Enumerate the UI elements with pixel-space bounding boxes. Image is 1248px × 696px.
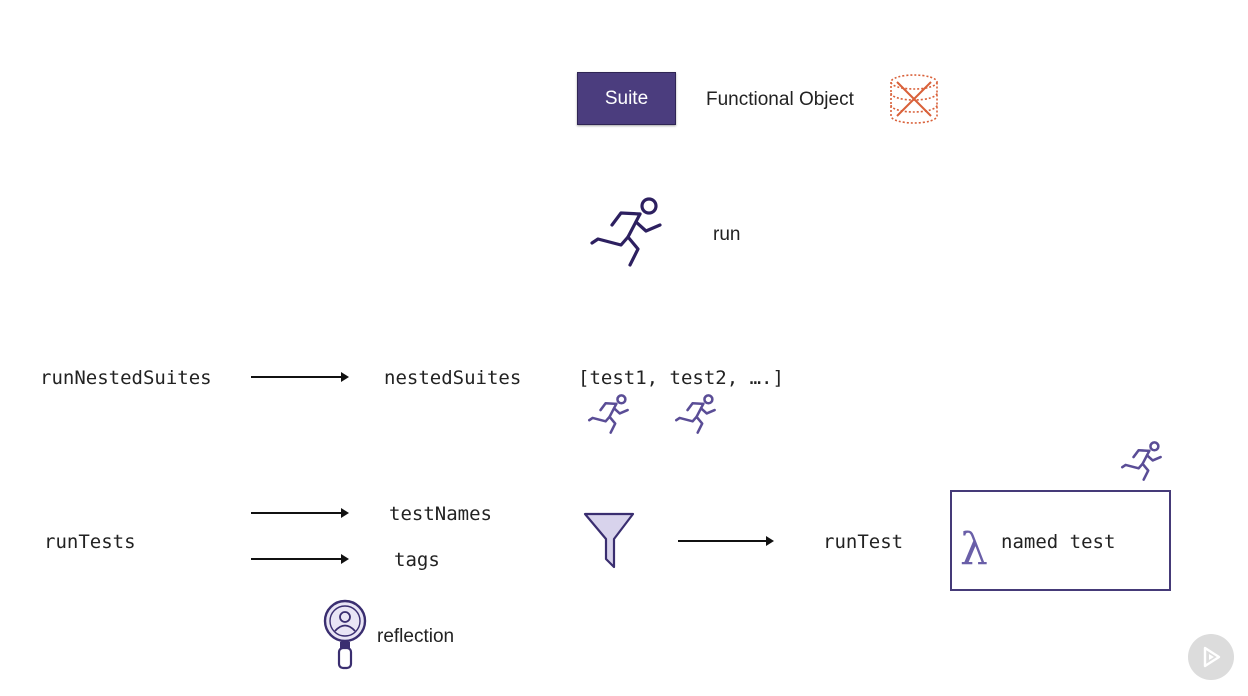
arrow-filter-to-run-test bbox=[678, 536, 774, 546]
runner-icon bbox=[588, 195, 666, 274]
reflection-label: reflection bbox=[377, 626, 455, 647]
run-nested-suites-label: runNestedSuites bbox=[40, 367, 212, 389]
arrow-run-tests-to-tags bbox=[251, 554, 349, 564]
lambda-symbol: λ bbox=[960, 524, 988, 575]
nested-suites-label: nestedSuites bbox=[384, 367, 522, 389]
database-crossed-icon bbox=[888, 72, 940, 131]
run-label: run bbox=[713, 224, 741, 245]
test-list-label: [test1, test2, ….] bbox=[578, 367, 784, 389]
arrow-run-tests-to-test-names bbox=[251, 508, 349, 518]
play-button[interactable] bbox=[1188, 634, 1234, 680]
magnifier-person-icon bbox=[322, 598, 368, 677]
arrow-run-nested-to-nested-suites bbox=[251, 372, 349, 382]
play-icon bbox=[1203, 646, 1221, 668]
named-test-label: named test bbox=[1001, 531, 1116, 553]
run-tests-label: runTests bbox=[44, 531, 136, 553]
suite-label: Suite bbox=[604, 87, 649, 109]
runner-icon bbox=[1120, 440, 1164, 487]
tags-label: tags bbox=[394, 549, 440, 571]
test-names-label: testNames bbox=[389, 503, 492, 525]
functional-object-label: Functional Object bbox=[706, 89, 854, 110]
suite-box: Suite bbox=[577, 72, 676, 125]
runner-icon bbox=[587, 393, 631, 440]
run-test-label: runTest bbox=[823, 531, 904, 553]
named-test-box bbox=[950, 490, 1171, 591]
runner-icon bbox=[674, 393, 718, 440]
filter-funnel-icon bbox=[582, 511, 636, 576]
